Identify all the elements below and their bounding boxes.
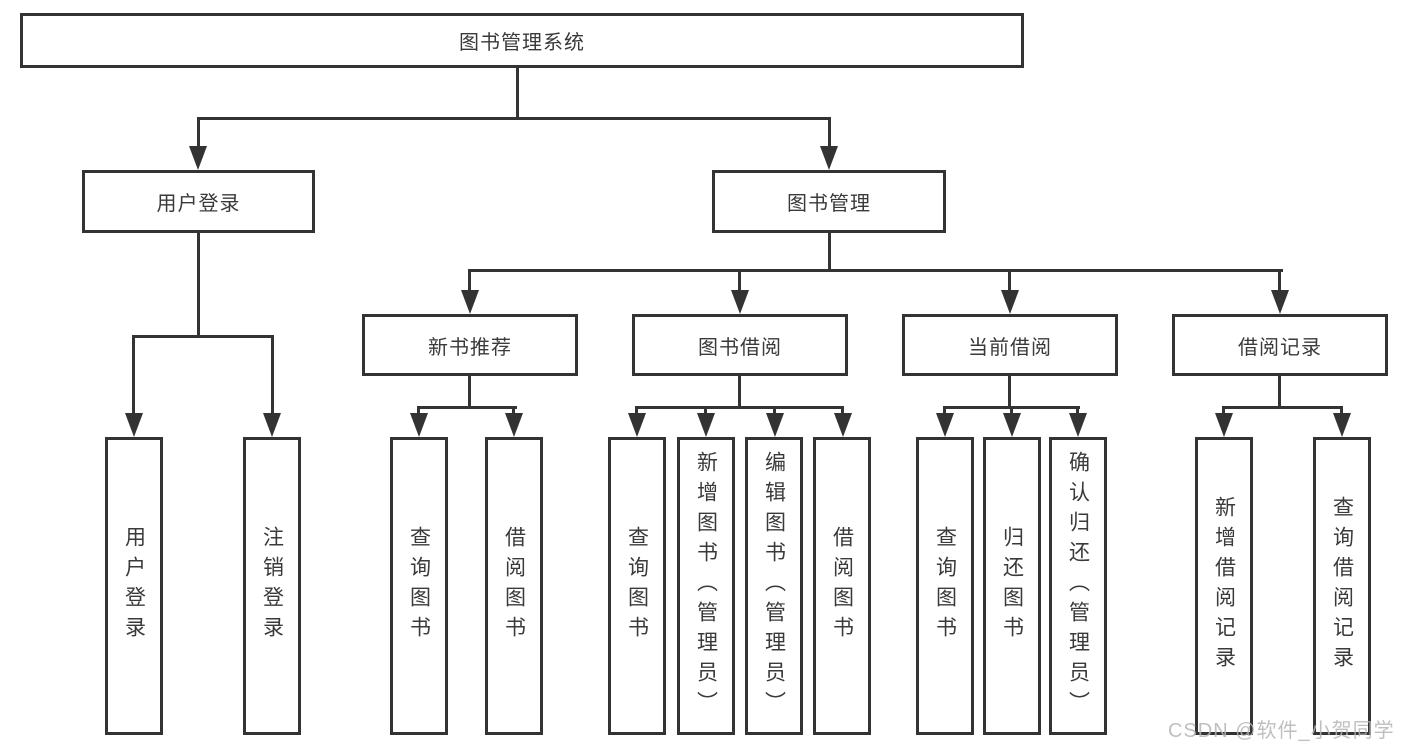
connector-line xyxy=(468,269,471,296)
leaf-current-query-books-label: 查询图书 xyxy=(933,526,957,646)
node-book-management-label: 图书管理 xyxy=(787,193,871,215)
node-book-management: 图书管理 xyxy=(712,170,946,233)
leaf-recommend-borrow-books-label: 借阅图书 xyxy=(502,526,526,646)
connector-arrow-icon xyxy=(189,146,207,170)
connector-line xyxy=(1008,376,1011,409)
node-user-login-label: 用户登录 xyxy=(156,193,241,215)
connector-arrow-icon xyxy=(1003,413,1021,437)
connector-line xyxy=(738,269,741,296)
connector-line xyxy=(704,406,707,419)
connector-arrow-icon xyxy=(834,413,852,437)
node-current-borrow-label: 当前借阅 xyxy=(968,336,1052,359)
node-new-book-recommend: 新书推荐 xyxy=(362,314,578,376)
connector-line xyxy=(635,406,638,419)
connector-arrow-icon xyxy=(125,413,143,437)
connector-line xyxy=(197,117,831,120)
leaf-records-query-record-label: 查询借阅记录 xyxy=(1330,496,1354,676)
connector-line xyxy=(738,376,741,409)
leaf-borrow-borrow-books-label: 借阅图书 xyxy=(830,526,854,646)
connector-line xyxy=(132,335,135,419)
leaf-logout-label: 注销登录 xyxy=(260,526,284,646)
node-book-borrow-label: 图书借阅 xyxy=(698,336,782,359)
leaf-borrow-borrow-books: 借阅图书 xyxy=(813,437,871,735)
leaf-recommend-query-books: 查询图书 xyxy=(390,437,448,735)
connector-line xyxy=(1222,406,1225,419)
leaf-current-confirm-return-admin: 确认归还（管理员） xyxy=(1049,437,1107,735)
connector-arrow-icon xyxy=(1215,413,1233,437)
leaf-records-query-record: 查询借阅记录 xyxy=(1313,437,1371,735)
connector-arrow-icon xyxy=(628,413,646,437)
connector-line xyxy=(417,406,420,419)
connector-arrow-icon xyxy=(1069,413,1087,437)
connector-line xyxy=(197,233,200,337)
leaf-borrow-edit-books-admin: 编辑图书（管理员） xyxy=(745,437,803,735)
leaf-borrow-query-books: 查询图书 xyxy=(608,437,666,735)
connector-arrow-icon xyxy=(263,413,281,437)
node-borrow-records: 借阅记录 xyxy=(1172,314,1388,376)
leaf-borrow-add-books-admin-label: 新增图书（管理员） xyxy=(694,451,718,721)
connector-line xyxy=(1278,376,1281,409)
leaf-borrow-add-books-admin: 新增图书（管理员） xyxy=(677,437,735,735)
leaf-user-login: 用户登录 xyxy=(105,437,163,735)
connector-arrow-icon xyxy=(505,413,523,437)
connector-line xyxy=(1010,406,1013,419)
connector-line xyxy=(841,406,844,419)
connector-arrow-icon xyxy=(1333,413,1351,437)
connector-line xyxy=(1278,269,1281,296)
leaf-user-login-label: 用户登录 xyxy=(122,526,146,646)
connector-line xyxy=(468,376,471,409)
connector-arrow-icon xyxy=(820,146,838,170)
node-borrow-records-label: 借阅记录 xyxy=(1238,336,1322,359)
leaf-current-return-books-label: 归还图书 xyxy=(1000,526,1024,646)
leaf-records-add-record-label: 新增借阅记录 xyxy=(1212,496,1236,676)
node-book-borrow: 图书借阅 xyxy=(632,314,848,376)
node-root-label: 图书管理系统 xyxy=(459,32,585,54)
leaf-borrow-edit-books-admin-label: 编辑图书（管理员） xyxy=(762,451,786,721)
connector-line xyxy=(773,406,776,419)
connector-line xyxy=(1340,406,1343,419)
node-root: 图书管理系统 xyxy=(20,13,1024,68)
leaf-current-return-books: 归还图书 xyxy=(983,437,1041,735)
connector-line xyxy=(132,335,274,338)
leaf-recommend-query-books-label: 查询图书 xyxy=(407,526,431,646)
connector-arrow-icon xyxy=(936,413,954,437)
connector-line xyxy=(943,406,946,419)
connector-arrow-icon xyxy=(461,290,479,314)
connector-line xyxy=(197,117,200,150)
node-user-login: 用户登录 xyxy=(82,170,315,233)
leaf-current-query-books: 查询图书 xyxy=(916,437,974,735)
connector-line xyxy=(417,406,517,409)
connector-arrow-icon xyxy=(1271,290,1289,314)
connector-line xyxy=(1076,406,1079,419)
connector-arrow-icon xyxy=(1001,290,1019,314)
connector-line xyxy=(468,269,1283,272)
node-new-book-recommend-label: 新书推荐 xyxy=(428,336,512,359)
connector-line xyxy=(635,406,844,409)
connector-line xyxy=(828,233,831,272)
connector-line xyxy=(1222,406,1343,409)
leaf-records-add-record: 新增借阅记录 xyxy=(1195,437,1253,735)
leaf-borrow-query-books-label: 查询图书 xyxy=(625,526,649,646)
connector-line xyxy=(516,68,519,118)
connector-arrow-icon xyxy=(410,413,428,437)
leaf-recommend-borrow-books: 借阅图书 xyxy=(485,437,543,735)
connector-arrow-icon xyxy=(697,413,715,437)
leaf-logout: 注销登录 xyxy=(243,437,301,735)
connector-arrow-icon xyxy=(766,413,784,437)
leaf-current-confirm-return-admin-label: 确认归还（管理员） xyxy=(1066,451,1090,721)
connector-line xyxy=(1008,269,1011,296)
node-current-borrow: 当前借阅 xyxy=(902,314,1118,376)
connector-line xyxy=(271,335,274,419)
connector-arrow-icon xyxy=(731,290,749,314)
connector-line xyxy=(828,117,831,150)
connector-line xyxy=(512,406,515,419)
